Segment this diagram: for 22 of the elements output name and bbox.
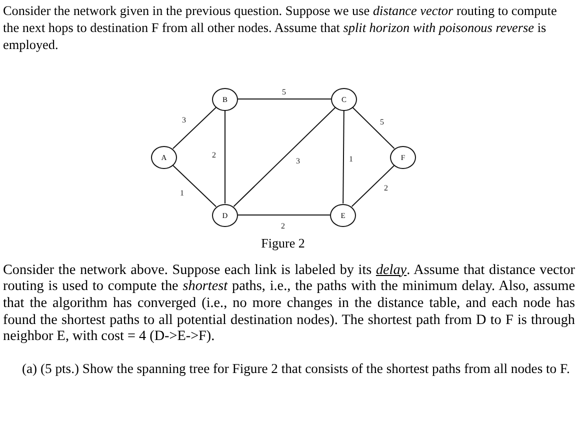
link-line bbox=[172, 106, 217, 150]
link-line bbox=[351, 165, 395, 207]
edge-label: 1 bbox=[180, 188, 184, 198]
question-paragraph: Consider the network given in the previous question. Suppose we use distance vector routing to compute the next hops to destination F from all other nodes. Assume that split horizon with poisonous reverse is employed. bbox=[3, 2, 558, 52]
edge-label: 5 bbox=[380, 118, 384, 126]
question-paragraph: Consider the network above. Suppose each link is labeled by its delay. Assume that distance vector routing is used to compute the shortest paths, i.e., the paths with the minimum delay. Also, assume that the algorithm has converged (i.e., no more changes in the distance table, and each node has found the shortest paths to all potential destination nodes). The shortest path from D to F is through neighbor E, with cost = 4 (D->E->F). bbox=[3, 262, 575, 346]
edge-label: 3 bbox=[296, 156, 300, 166]
edge-label: 2 bbox=[281, 222, 285, 230]
link-line bbox=[224, 110, 226, 204]
link-line bbox=[233, 107, 336, 207]
link-line bbox=[342, 110, 344, 204]
question-item: (a) (5 pts.) Show the spanning tree for Figure 2 that consists of the shortest paths from all nodes to F. bbox=[22, 360, 571, 376]
edge-label: 3 bbox=[182, 116, 186, 124]
edge-label: 5 bbox=[282, 88, 286, 96]
edge-label: 2 bbox=[384, 184, 388, 192]
link-line bbox=[172, 164, 217, 208]
edge-label: 1 bbox=[349, 154, 353, 164]
figure-caption: Figure 2 bbox=[261, 236, 305, 250]
link-line bbox=[238, 98, 332, 100]
link-line bbox=[238, 214, 330, 216]
edge-label: 2 bbox=[212, 150, 216, 160]
link-line bbox=[352, 107, 395, 149]
